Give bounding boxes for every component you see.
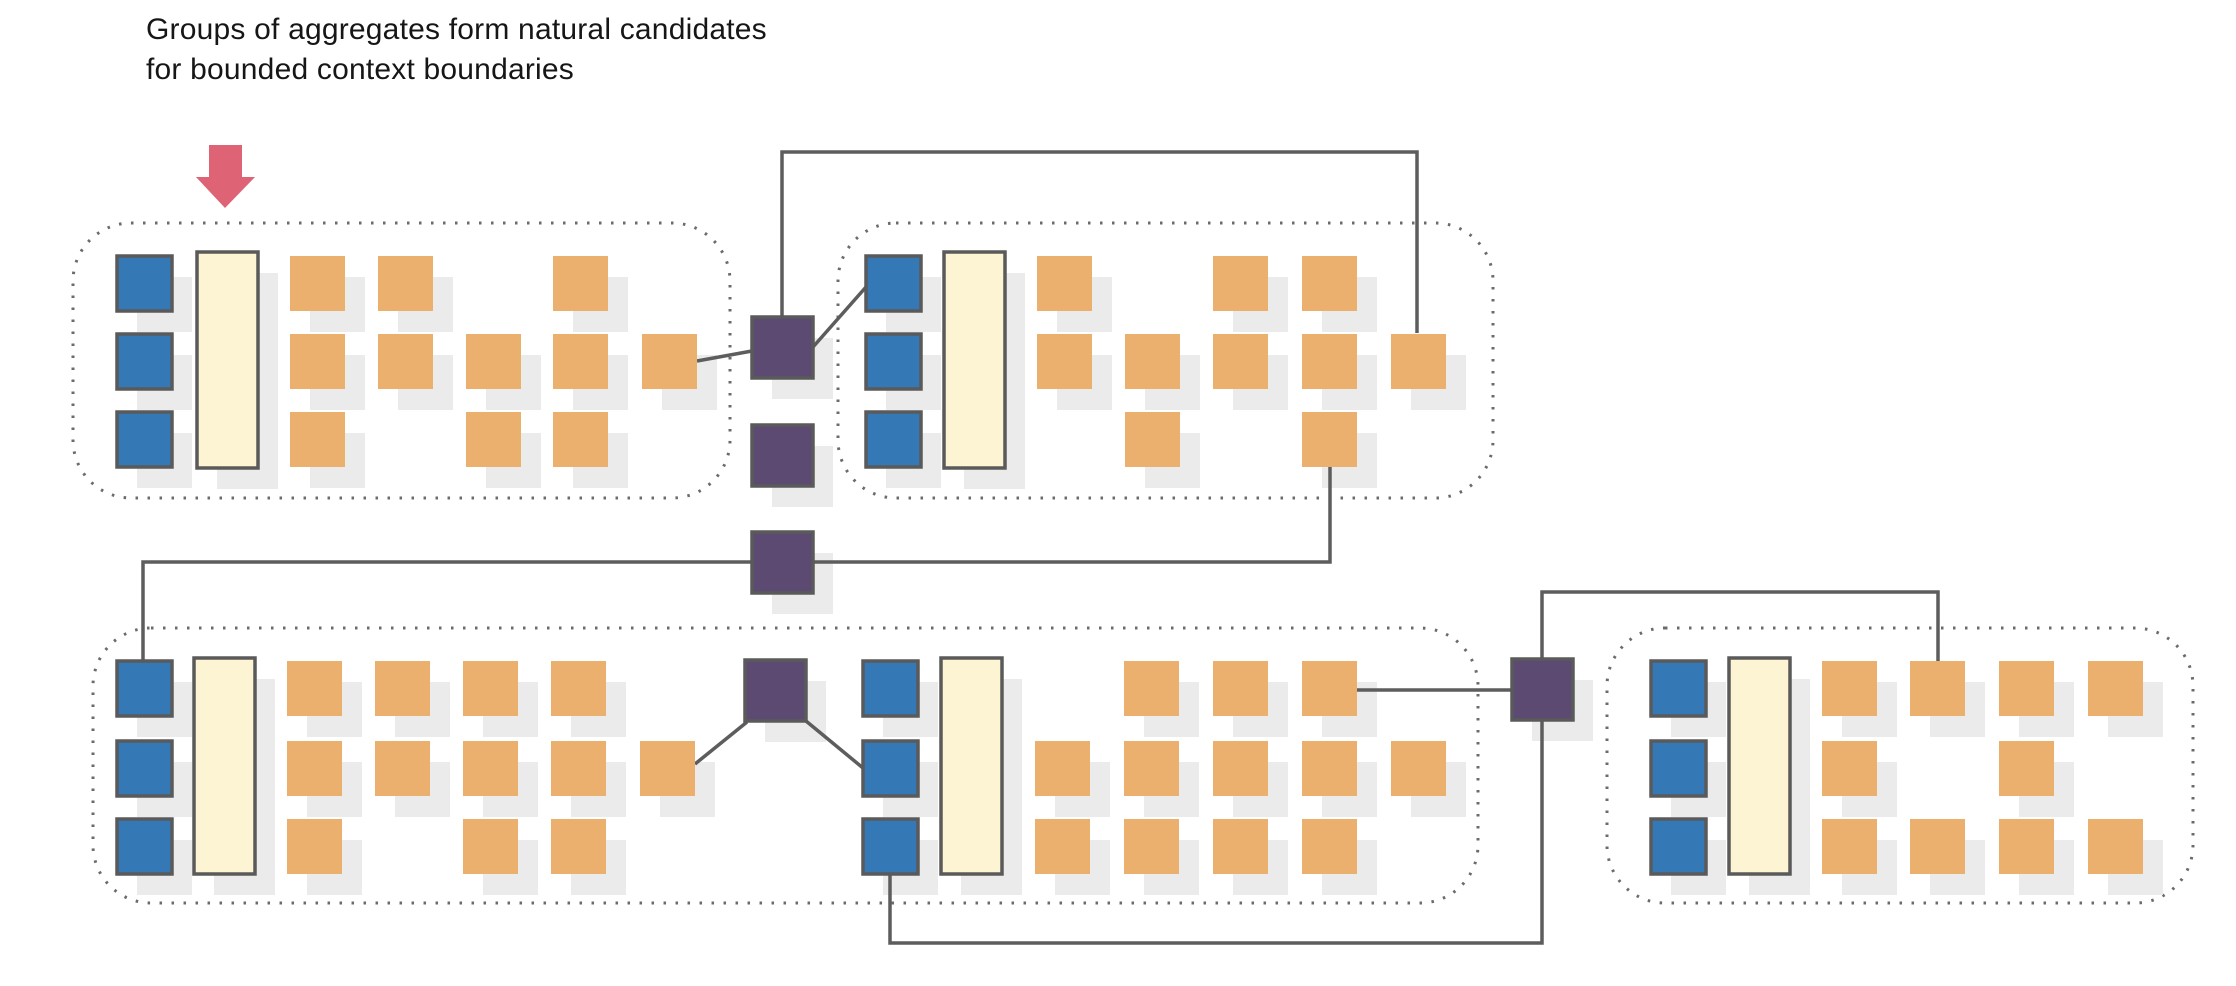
orange-square [1125, 334, 1180, 389]
orange-square [1302, 741, 1357, 796]
blue-square [864, 410, 923, 469]
connector-line [1540, 590, 1940, 661]
orange-square [1124, 741, 1179, 796]
purple-square [750, 423, 815, 488]
orange-square [463, 741, 518, 796]
connector-line [804, 719, 865, 770]
cream-bar [942, 250, 1007, 470]
orange-square [1213, 819, 1268, 874]
orange-square [375, 741, 430, 796]
orange-square [463, 661, 518, 716]
blue-square [861, 739, 920, 798]
orange-square [551, 741, 606, 796]
orange-square [1125, 412, 1180, 467]
orange-square [1037, 334, 1092, 389]
blue-square [1649, 659, 1708, 718]
orange-square [287, 819, 342, 874]
orange-square [1124, 661, 1179, 716]
blue-square [115, 410, 174, 469]
orange-square [1302, 661, 1357, 716]
orange-square [1822, 819, 1877, 874]
orange-square [553, 412, 608, 467]
diagram-title: Groups of aggregates form natural candid… [146, 10, 767, 90]
orange-square [1037, 256, 1092, 311]
connector-line [693, 720, 749, 766]
dotted-boundary [1605, 626, 2195, 905]
orange-square [642, 334, 697, 389]
blue-square [861, 817, 920, 876]
dotted-boundary [836, 221, 1495, 500]
orange-square [551, 661, 606, 716]
connector-line [696, 349, 753, 363]
orange-square [466, 334, 521, 389]
cream-bar [192, 656, 257, 876]
orange-square [1302, 412, 1357, 467]
orange-square [553, 256, 608, 311]
orange-square [551, 819, 606, 874]
orange-square [378, 334, 433, 389]
orange-square [553, 334, 608, 389]
blue-square [1649, 817, 1708, 876]
blue-square [115, 659, 174, 718]
orange-square [640, 741, 695, 796]
orange-square [1302, 256, 1357, 311]
connector-line [811, 285, 868, 349]
blue-square [864, 332, 923, 391]
orange-square [290, 256, 345, 311]
orange-square [1213, 256, 1268, 311]
blue-square [115, 739, 174, 798]
orange-square [1035, 741, 1090, 796]
orange-square [1213, 661, 1268, 716]
title-line-2: for bounded context boundaries [146, 53, 574, 86]
connector-line [780, 150, 1419, 333]
purple-square [750, 315, 815, 380]
blue-square [1649, 739, 1708, 798]
orange-square [1910, 661, 1965, 716]
orange-square [1391, 741, 1446, 796]
purple-square [750, 530, 815, 595]
connector-line [888, 720, 1544, 945]
orange-square [2088, 819, 2143, 874]
blue-square [864, 254, 923, 313]
orange-square [290, 334, 345, 389]
orange-square [1035, 819, 1090, 874]
orange-square [287, 661, 342, 716]
orange-square [2088, 661, 2143, 716]
orange-square [1999, 819, 2054, 874]
orange-square [1213, 741, 1268, 796]
cream-bar [939, 656, 1004, 876]
orange-square [1822, 661, 1877, 716]
orange-square [1302, 334, 1357, 389]
blue-square [861, 659, 920, 718]
blue-square [115, 254, 174, 313]
dotted-boundary [71, 221, 732, 500]
orange-square [290, 412, 345, 467]
dotted-boundary [91, 626, 1480, 905]
orange-square [1910, 819, 1965, 874]
down-arrow-icon [196, 145, 255, 208]
orange-square [1124, 819, 1179, 874]
orange-square [1302, 819, 1357, 874]
blue-square [115, 332, 174, 391]
cream-bar [1727, 656, 1792, 876]
orange-square [1391, 334, 1446, 389]
blue-square [115, 817, 174, 876]
orange-square [466, 412, 521, 467]
orange-square [1999, 741, 2054, 796]
orange-square [1999, 661, 2054, 716]
cream-bar [195, 250, 260, 470]
orange-square [463, 819, 518, 874]
orange-square [287, 741, 342, 796]
purple-square [1510, 657, 1575, 722]
title-line-1: Groups of aggregates form natural candid… [146, 13, 767, 46]
connector-line [141, 467, 1332, 661]
orange-square [1213, 334, 1268, 389]
orange-square [375, 661, 430, 716]
orange-square [378, 256, 433, 311]
purple-square [743, 658, 808, 723]
orange-square [1822, 741, 1877, 796]
